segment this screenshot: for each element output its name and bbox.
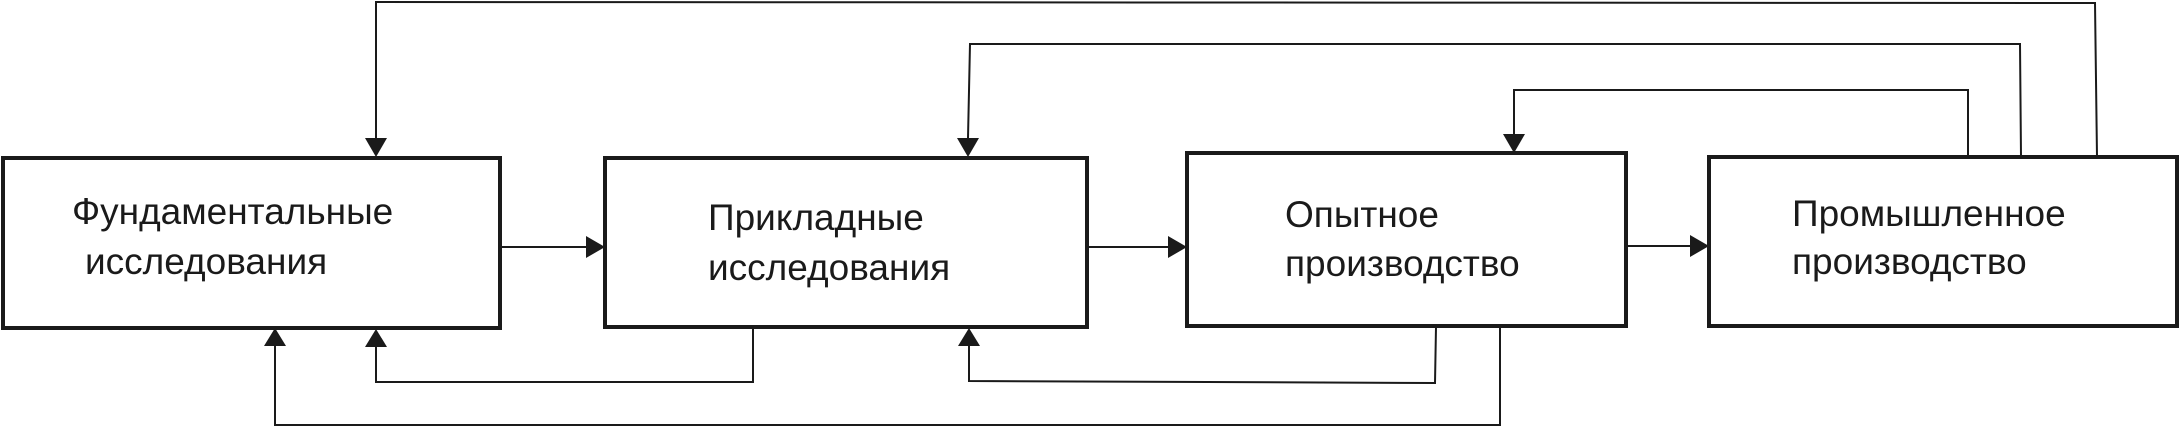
feedback-connectors-top	[365, 0, 2098, 158]
connector-industrial-to-pilot	[1513, 89, 1969, 157]
arrowhead-into-pilot-left	[1168, 236, 1187, 258]
box-frame	[1185, 151, 1628, 328]
box-label-line-2: исследования	[85, 241, 327, 282]
box-label-line-1: Фундаментальные	[72, 191, 393, 232]
arrowhead-into-industrial-left	[1690, 235, 1709, 257]
box-applied-research: Прикладные исследования	[603, 156, 1089, 329]
feedback-connectors-bottom	[264, 326, 1501, 426]
connector-pilot-to-applied	[968, 326, 1437, 385]
box-fundamental-research: Фундаментальные исследования	[1, 156, 502, 330]
connector-pilot-to-fundamental	[274, 327, 1501, 426]
forward-connectors	[501, 235, 1709, 258]
box-label-line-1: Промышленное	[1792, 193, 2066, 234]
box-label-line-2: производство	[1792, 241, 2027, 282]
arrowhead-into-applied-top	[957, 138, 979, 157]
arrowhead-into-fundamental-bottom-left	[264, 328, 286, 346]
box-industrial-production: Промышленное производство	[1707, 155, 2179, 328]
box-frame	[603, 156, 1089, 329]
connector-applied-to-fundamental	[375, 329, 754, 383]
box-label-line-1: Опытное	[1285, 194, 1439, 235]
box-frame	[1707, 155, 2179, 328]
box-label-line-1: Прикладные	[708, 197, 924, 238]
arrowhead-into-pilot-top	[1503, 134, 1525, 153]
connector-industrial-to-applied	[967, 43, 2022, 158]
arrowhead-into-fundamental-top	[365, 138, 387, 157]
connector-industrial-to-fundamental	[375, 0, 2098, 158]
arrowhead-into-applied-bottom	[958, 328, 980, 346]
box-pilot-production: Опытное производство	[1185, 151, 1628, 328]
box-frame	[1, 156, 502, 330]
arrowhead-into-fundamental-bottom-right	[365, 329, 387, 347]
arrowhead-into-applied-left	[586, 236, 605, 258]
box-label-line-2: исследования	[708, 247, 950, 288]
box-label-line-2: производство	[1285, 243, 1520, 284]
